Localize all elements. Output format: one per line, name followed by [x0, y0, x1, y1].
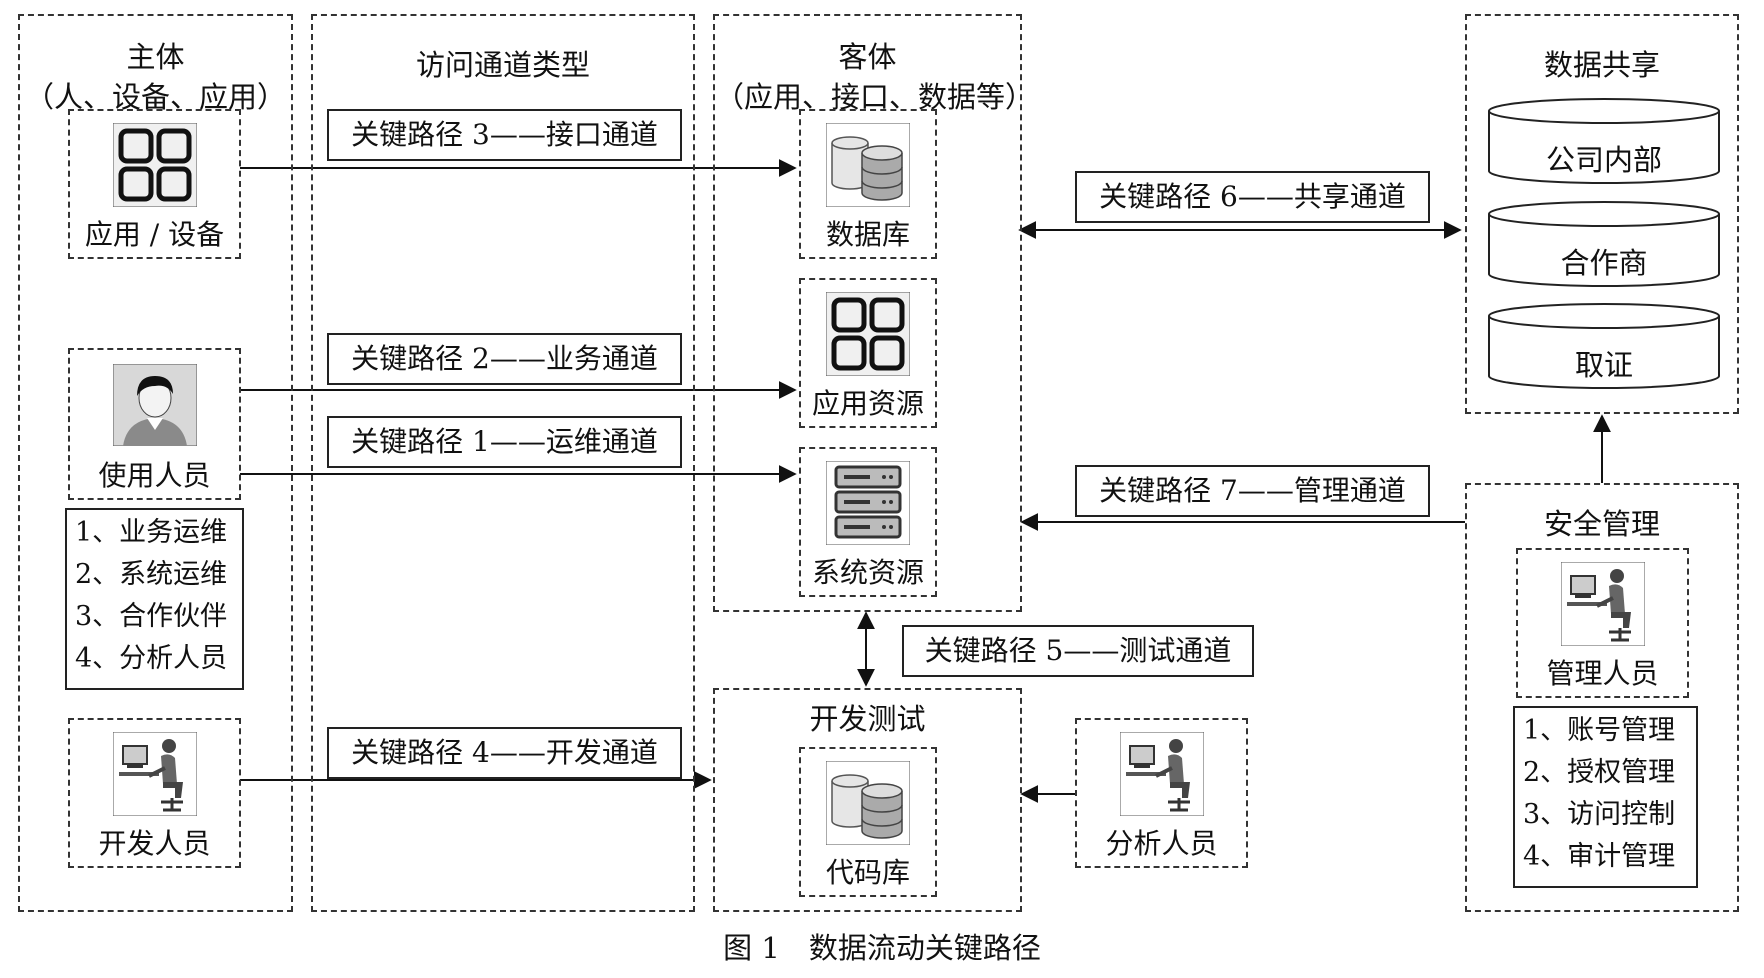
sharing-partner-cylinder: 合作商: [1487, 200, 1721, 288]
cylinder-shape: [1488, 303, 1720, 389]
sharing-item-label: 公司内部: [1545, 143, 1662, 177]
developer-at-computer-icon: [112, 732, 197, 816]
cylinder-shape: [1488, 201, 1720, 287]
app-resource-box: 应用资源: [799, 278, 937, 428]
user-roles-list: 1、业务运维 2、系统运维 3、合作伙伴 4、分析人员: [65, 508, 244, 690]
database-icon: [826, 123, 910, 207]
developer-label: 开发人员: [98, 827, 211, 860]
devtest-box: 开发测试: [713, 688, 1022, 912]
database-box: 数据库: [799, 109, 937, 259]
sharing-item-label: 合作商: [1560, 246, 1648, 280]
path1-ops-channel: 关键路径 1——运维通道: [327, 416, 682, 468]
object-title: 客体: [838, 40, 897, 74]
analyst-box: 分析人员: [1075, 718, 1248, 868]
developer-box: 开发人员: [68, 718, 241, 868]
data-sharing-title: 数据共享: [1543, 48, 1660, 82]
user-label: 使用人员: [98, 459, 211, 492]
user-avatar-icon: [112, 364, 197, 446]
app-grid-icon: [112, 123, 197, 207]
sharing-internal-cylinder: 公司内部: [1487, 97, 1721, 185]
list-item: 4、审计管理: [1523, 841, 1676, 872]
admin-at-computer-icon: [1560, 562, 1645, 646]
database-icon: [826, 761, 910, 845]
path5-test-channel: 关键路径 5——测试通道: [902, 625, 1254, 677]
list-item: 4、分析人员: [75, 643, 228, 674]
data-sharing-box: 数据共享: [1465, 14, 1739, 414]
path7-management-channel: 关键路径 7——管理通道: [1075, 465, 1430, 517]
app-grid-icon: [826, 292, 910, 376]
sharing-forensics-cylinder: 取证: [1487, 302, 1721, 390]
path4-dev-channel: 关键路径 4——开发通道: [327, 727, 682, 779]
devtest-title: 开发测试: [809, 702, 926, 736]
list-item: 2、授权管理: [1523, 757, 1676, 788]
server-icon: [826, 461, 910, 545]
user-box: 使用人员: [68, 348, 241, 500]
object-subtitle: （应用、接口、数据等）: [715, 80, 1035, 114]
subject-title: 主体: [126, 40, 185, 74]
admin-label: 管理人员: [1546, 657, 1659, 690]
channel-column: 访问通道类型: [311, 14, 695, 912]
security-functions-list: 1、账号管理 2、授权管理 3、访问控制 4、审计管理: [1513, 706, 1698, 888]
system-resource-box: 系统资源: [799, 447, 937, 597]
app-resource-label: 应用资源: [811, 387, 924, 420]
system-resource-label: 系统资源: [811, 556, 924, 589]
security-management-box: 安全管理: [1465, 483, 1739, 912]
analyst-at-computer-icon: [1119, 732, 1204, 816]
analyst-label: 分析人员: [1105, 827, 1218, 860]
subject-subtitle: （人、设备、应用）: [24, 80, 286, 114]
cylinder-shape: [1488, 98, 1720, 184]
list-item: 2、系统运维: [75, 559, 228, 590]
path3-interface-channel: 关键路径 3——接口通道: [327, 109, 682, 161]
figure-caption: 图 1 数据流动关键路径: [723, 931, 1041, 965]
database-label: 数据库: [825, 218, 910, 251]
app-device-box: 应用 / 设备: [68, 109, 241, 259]
channel-title: 访问通道类型: [415, 48, 590, 82]
security-title: 安全管理: [1543, 507, 1660, 541]
admin-box: 管理人员: [1516, 548, 1689, 698]
path2-business-channel: 关键路径 2——业务通道: [327, 333, 682, 385]
list-item: 3、合作伙伴: [75, 601, 228, 632]
subject-column: 主体 （人、设备、应用）: [18, 14, 293, 912]
list-item: 1、业务运维: [75, 517, 228, 548]
code-repo-label: 代码库: [825, 856, 910, 889]
list-item: 3、访问控制: [1523, 799, 1676, 830]
sharing-item-label: 取证: [1574, 348, 1633, 382]
object-column: 客体 （应用、接口、数据等）: [713, 14, 1035, 612]
app-device-label: 应用 / 设备: [84, 218, 225, 251]
code-repo-box: 代码库: [799, 747, 937, 897]
path6-share-channel: 关键路径 6——共享通道: [1075, 171, 1430, 223]
list-item: 1、账号管理: [1523, 715, 1676, 746]
